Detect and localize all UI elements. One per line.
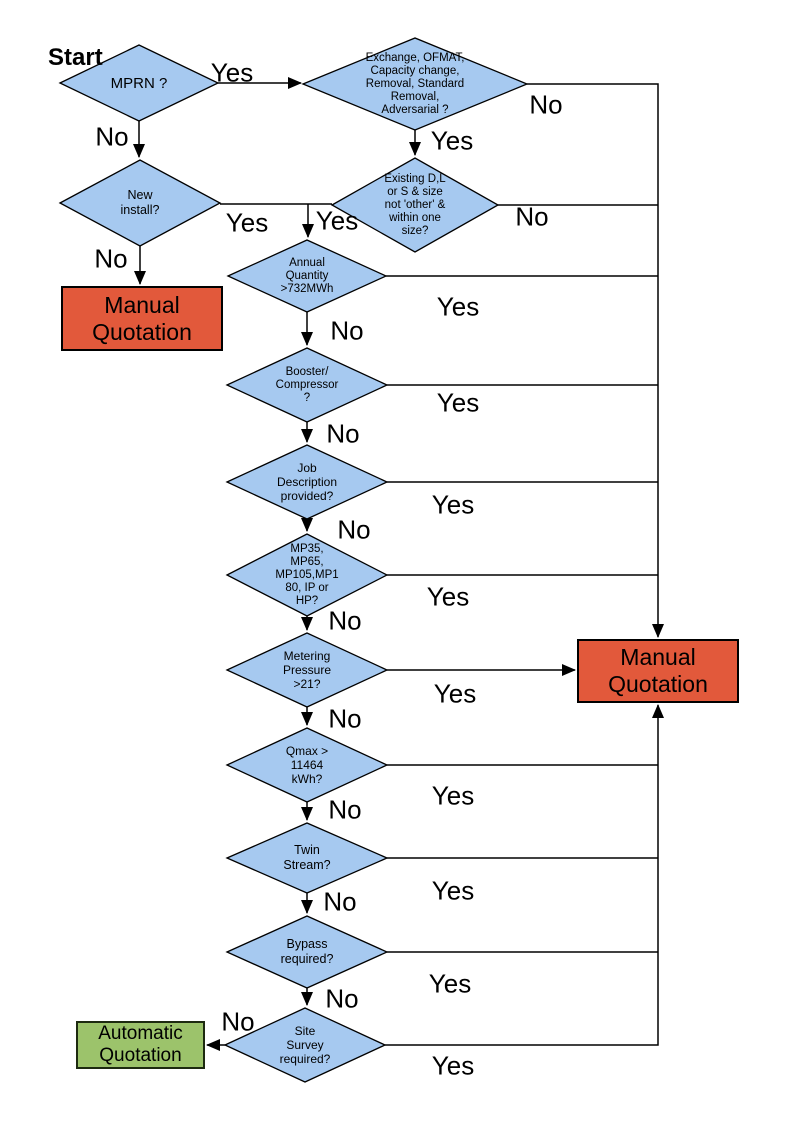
decision-site-survey-label: Site Survey required? — [279, 1024, 331, 1066]
decision-metering-pressure-label: Metering Pressure >21? — [282, 649, 332, 691]
decision-new-install-label: New install? — [120, 188, 160, 217]
edge-label-exchange-no: No — [529, 89, 563, 120]
edge-label-meter-type-no: No — [328, 605, 362, 636]
decision-meter-type-label: MP35, MP65, MP105,MP1 80, IP or HP? — [275, 542, 339, 607]
edge-label-twin-no: No — [323, 886, 357, 917]
edge-exchange-no-trunk — [527, 83, 664, 638]
edge-label-bypass-yes: Yes — [428, 968, 472, 999]
decision-job-desc-label: Job Description provided? — [276, 461, 338, 503]
edge-label-booster-yes: Yes — [436, 387, 480, 418]
edge-label-annual-yes: Yes — [436, 291, 480, 322]
edge-label-twin-yes: Yes — [431, 875, 475, 906]
automatic-quotation-label: Automatic Quotation — [98, 1023, 183, 1066]
edge-label-existing-no: No — [515, 201, 549, 232]
edge-label-qmax-no: No — [328, 794, 362, 825]
manual-quotation-left-box — [61, 286, 223, 351]
decision-twin-stream-shape — [225, 822, 389, 894]
edge-label-new-install-no: No — [94, 243, 128, 274]
automatic-quotation-box — [76, 1021, 205, 1069]
decision-annual-shape — [226, 239, 388, 313]
edge-label-mprn-no: No — [95, 121, 129, 152]
manual-quotation-right-label: Manual Quotation — [608, 644, 708, 697]
decision-bypass-shape — [225, 915, 389, 989]
edge-sitesurvey-yes-trunk — [385, 704, 664, 1046]
decision-qmax-shape — [225, 727, 389, 803]
edge-label-qmax-yes: Yes — [431, 780, 475, 811]
edge-label-bypass-no: No — [325, 983, 359, 1014]
decision-annual-label: Annual Quantity >732MWh — [280, 256, 334, 295]
manual-quotation-right-box — [577, 639, 739, 703]
decision-existing-label: Existing D,L or S & size not 'other' & w… — [384, 172, 446, 237]
edge-label-mprn-yes: Yes — [210, 57, 254, 88]
edge-label-metering-yes: Yes — [433, 678, 477, 709]
decision-twin-stream-label: Twin Stream? — [283, 843, 331, 872]
decision-exchange-shape — [301, 37, 529, 131]
start-label: Start — [48, 44, 103, 71]
edge-label-exchange-yes: Yes — [430, 125, 474, 156]
edge-label-annual-no: No — [330, 315, 364, 346]
decision-exchange-label: Exchange, OFMAT, Capacity change, Remova… — [365, 51, 465, 116]
decision-job-desc-shape — [225, 444, 389, 520]
decision-mprn-label: MPRN ? — [110, 74, 168, 92]
decision-booster-shape — [225, 347, 389, 423]
edge-label-new-install-yes: Yes — [225, 207, 269, 238]
decision-site-survey-shape — [223, 1007, 387, 1083]
decision-booster-label: Booster/ Compressor ? — [275, 365, 339, 404]
decision-mprn-shape — [58, 44, 220, 122]
edge-label-site-survey-no: No — [221, 1006, 255, 1037]
edge-label-booster-no: No — [326, 418, 360, 449]
edge-label-meter-type-yes: Yes — [426, 581, 470, 612]
edge-label-job-desc-yes: Yes — [431, 489, 475, 520]
decision-existing-shape — [330, 157, 500, 253]
decision-qmax-label: Qmax > 11464 kWh? — [285, 744, 329, 786]
edge-label-metering-no: No — [328, 703, 362, 734]
manual-quotation-left-label: Manual Quotation — [92, 291, 192, 345]
edge-label-existing-yes: Yes — [315, 205, 359, 236]
decision-bypass-label: Bypass required? — [280, 937, 334, 966]
decision-meter-type-shape — [225, 533, 389, 617]
edge-label-job-desc-no: No — [337, 514, 371, 545]
decision-metering-pressure-shape — [225, 632, 389, 708]
decision-new-install-shape — [58, 159, 222, 247]
edge-label-site-survey-yes: Yes — [431, 1050, 475, 1081]
